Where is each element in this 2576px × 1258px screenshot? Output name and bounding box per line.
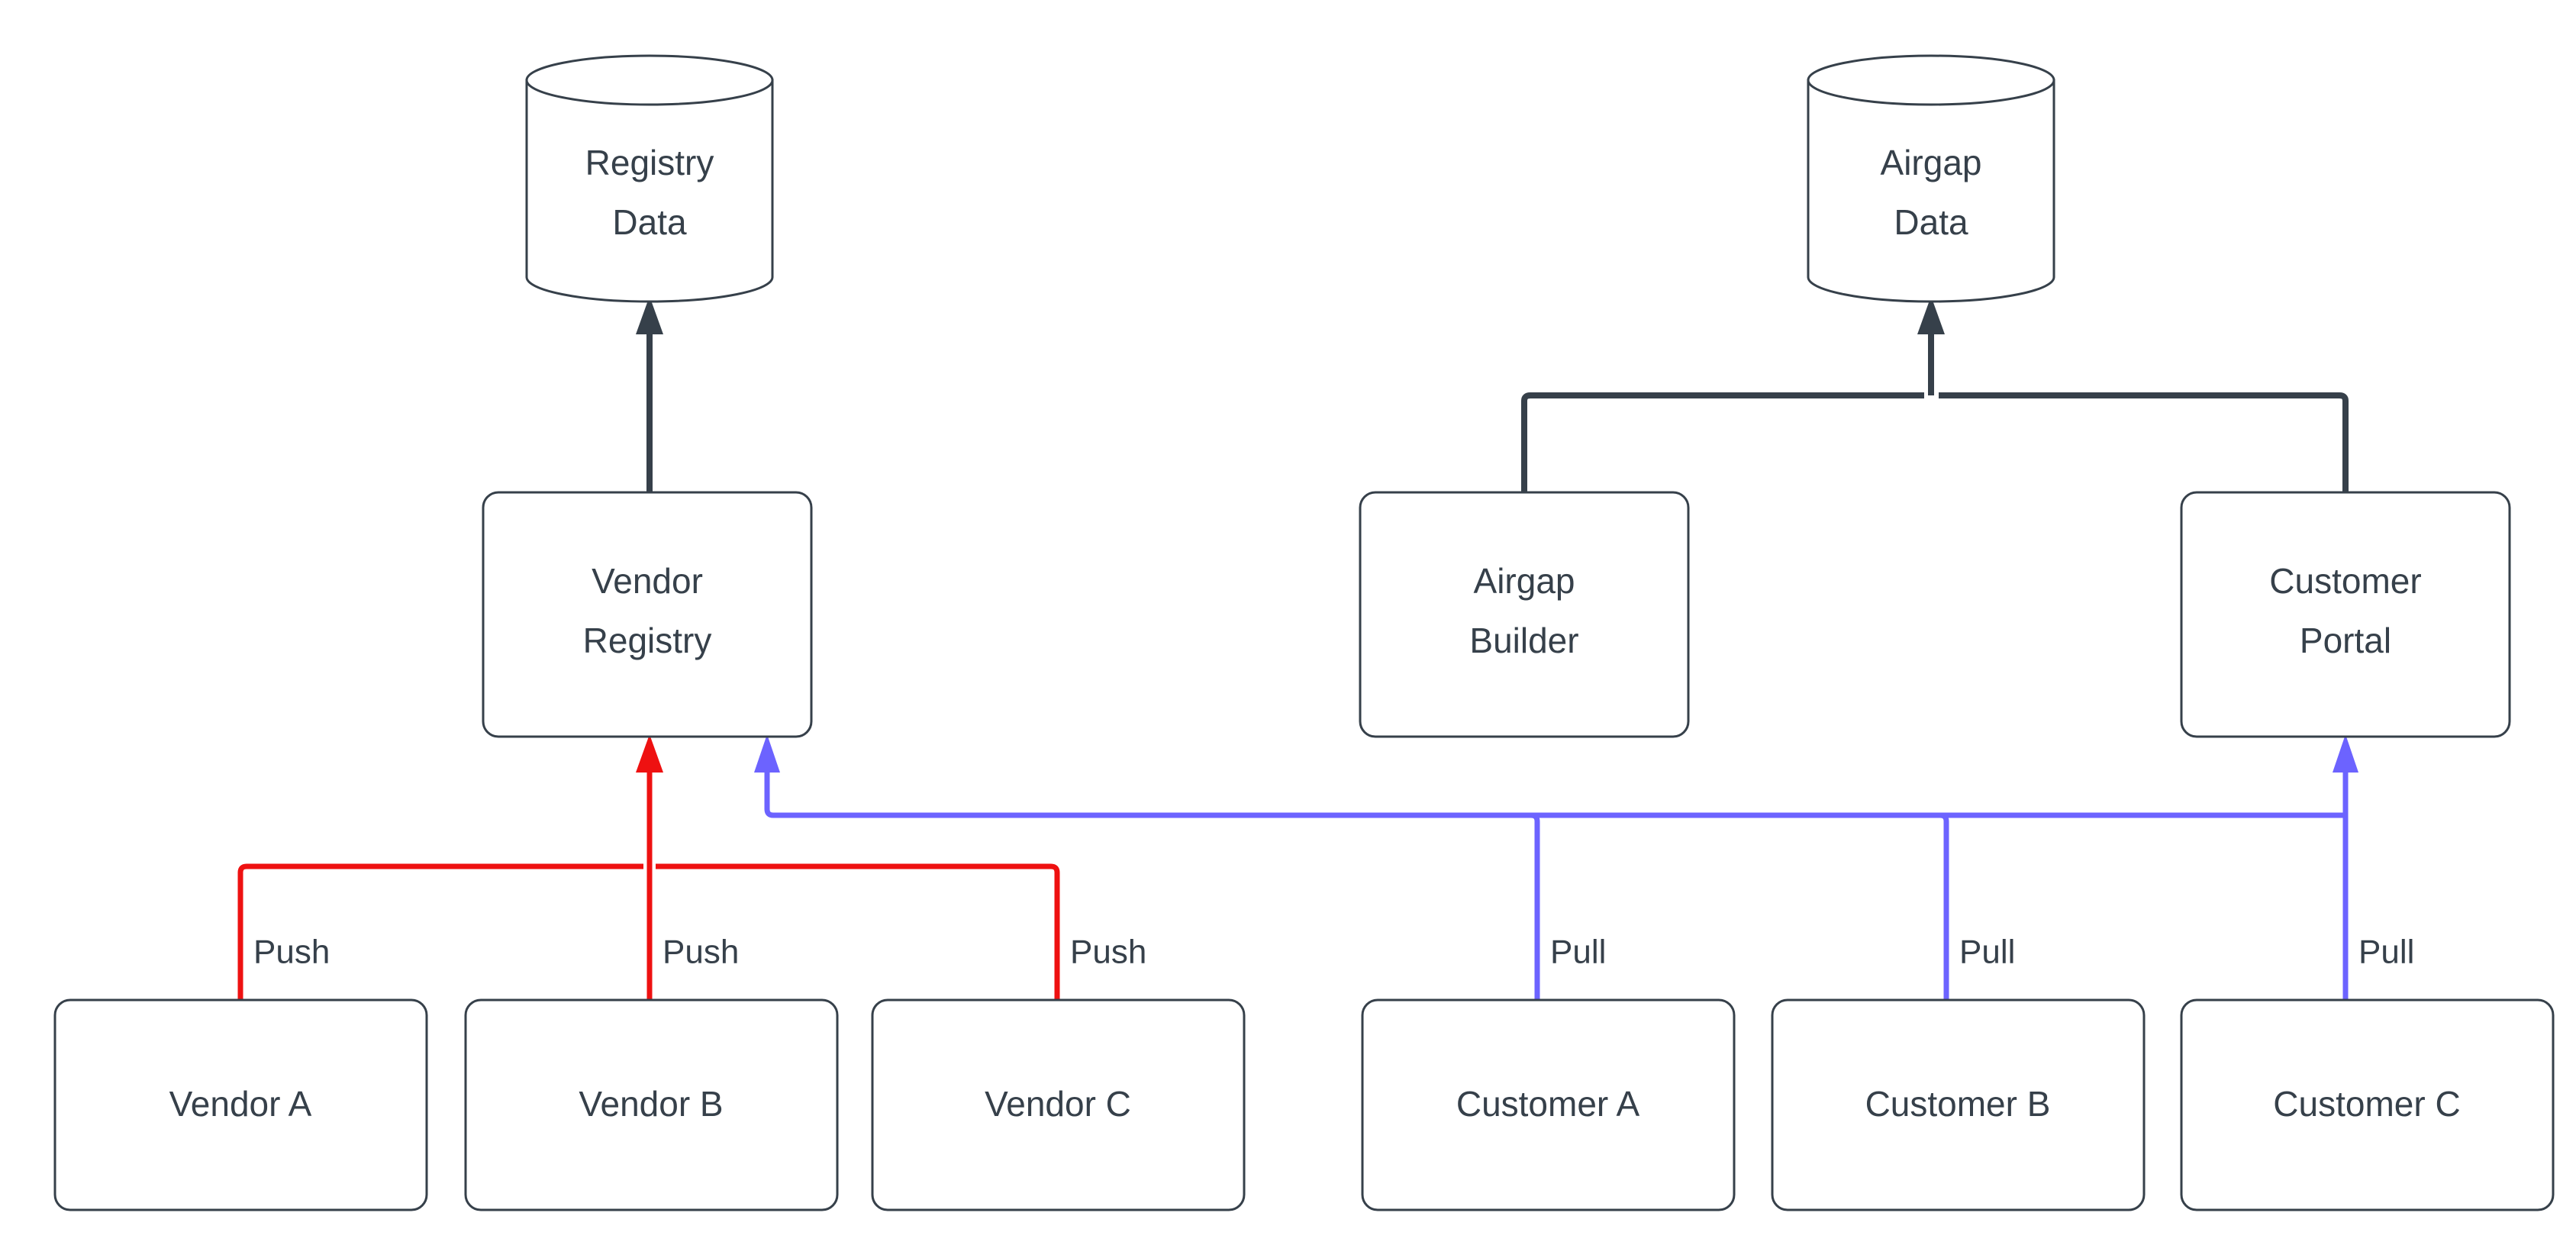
node-vendor-c-label: Vendor C [985, 1084, 1131, 1124]
node-airgap-builder-label-line1: Airgap [1474, 561, 1575, 601]
edge-vendor-registry-to-registry-data [636, 296, 663, 495]
edge-label-push-vendor-c: Push [1070, 934, 1146, 971]
node-vendor-c[interactable]: Vendor C [871, 998, 1246, 1211]
node-airgap-builder[interactable]: Airgap Builder [1359, 491, 1690, 738]
node-registry-data-label-line1: Registry [585, 143, 714, 182]
node-vendor-a-label: Vendor A [169, 1084, 312, 1124]
node-customer-portal-label-line1: Customer [2269, 561, 2421, 601]
node-customer-b-label: Customer B [1865, 1084, 2051, 1124]
edge-airgap-data-arrow [1917, 296, 1945, 395]
node-vendor-registry-label-line1: Vendor [592, 561, 703, 601]
edge-customer-a-to-vendor-registry [778, 812, 1540, 1000]
edge-label-pull-customer-a: Pull [1550, 934, 1606, 971]
node-customer-portal[interactable]: Customer Portal [2180, 491, 2511, 738]
node-customer-c[interactable]: Customer C [2180, 998, 2555, 1211]
edge-customer-c-to-customer-portal [2333, 734, 2358, 1000]
node-customer-c-label: Customer C [2273, 1084, 2460, 1124]
edge-vendor-a-to-vendor-registry [237, 863, 643, 1000]
node-vendor-b-label: Vendor B [579, 1084, 723, 1124]
edge-label-push-vendor-b: Push [663, 934, 739, 971]
node-vendor-registry-label-line2: Registry [583, 621, 712, 660]
edge-customer-b-to-vendor-registry [778, 812, 1949, 1000]
edge-label-pull-customer-b: Pull [1959, 934, 2015, 971]
node-airgap-data-label-line2: Data [1894, 202, 1968, 242]
edge-label-push-vendor-a: Push [253, 934, 330, 971]
edge-push-trunk-arrow [636, 734, 663, 866]
edge-airgap-builder-to-airgap-data [1521, 392, 1924, 495]
node-vendor-a[interactable]: Vendor A [53, 998, 428, 1211]
edge-vendor-c-to-vendor-registry [656, 863, 1060, 1000]
node-customer-b[interactable]: Customer B [1771, 998, 2146, 1211]
node-registry-data-label-line2: Data [612, 202, 687, 242]
node-registry-data[interactable]: Registry Data [525, 54, 774, 303]
node-customer-a[interactable]: Customer A [1361, 998, 1736, 1211]
node-customer-a-label: Customer A [1456, 1084, 1640, 1124]
node-customer-portal-label-line2: Portal [2300, 621, 2391, 660]
edge-pull-trunk-arrow [754, 734, 2345, 818]
node-vendor-registry[interactable]: Vendor Registry [482, 491, 813, 738]
node-vendor-b[interactable]: Vendor B [464, 998, 839, 1211]
edge-customer-portal-to-airgap-data [1939, 392, 2349, 495]
node-airgap-data-label-line1: Airgap [1881, 143, 1982, 182]
edge-label-pull-customer-c: Pull [2358, 934, 2414, 971]
node-airgap-builder-label-line2: Builder [1469, 621, 1578, 660]
node-airgap-data[interactable]: Airgap Data [1807, 54, 2055, 303]
